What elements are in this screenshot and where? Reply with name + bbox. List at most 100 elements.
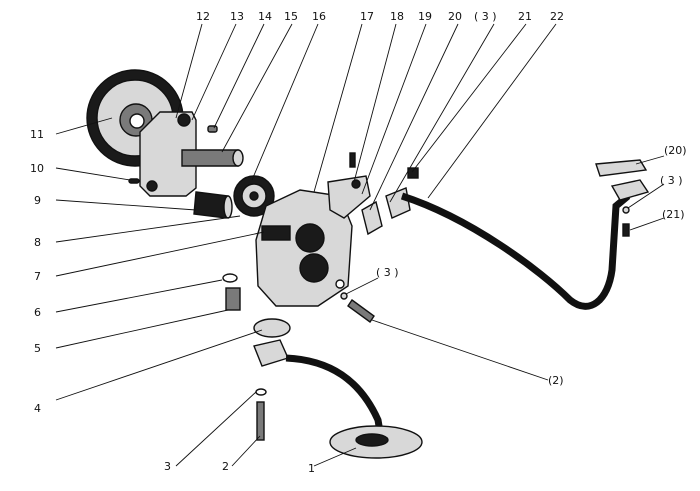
pump-body-side-boss bbox=[261, 225, 291, 241]
callout-8: 8 bbox=[34, 236, 41, 249]
callout-18: 18 bbox=[390, 10, 404, 23]
callout-4: 4 bbox=[34, 402, 41, 415]
leader-18 bbox=[353, 23, 397, 183]
leader-3b bbox=[389, 23, 495, 203]
drive-shaft-end bbox=[232, 149, 244, 167]
callout-21p: (21) bbox=[662, 208, 685, 221]
leader-20 bbox=[369, 23, 459, 211]
leader-13 bbox=[191, 23, 237, 121]
drive-shaft-body bbox=[181, 149, 239, 167]
callout-10: 10 bbox=[30, 162, 44, 175]
pickup-flange bbox=[253, 339, 289, 367]
callout-15: 15 bbox=[284, 10, 298, 23]
driven-gear-bore bbox=[249, 191, 259, 201]
callout-13: 13 bbox=[230, 10, 244, 23]
callout-19: 19 bbox=[418, 10, 432, 23]
callout-1: 1 bbox=[308, 462, 315, 475]
leader-10 bbox=[55, 167, 131, 181]
pickup-tube bbox=[285, 354, 384, 433]
leader-14 bbox=[213, 23, 265, 129]
callout-9: 9 bbox=[34, 194, 41, 207]
callout-5: 5 bbox=[34, 342, 41, 355]
leader-6 bbox=[55, 279, 223, 313]
idler-shaft-body bbox=[193, 191, 229, 219]
leader-2p bbox=[371, 319, 549, 381]
washer-6 bbox=[222, 273, 238, 283]
woodruff-key bbox=[207, 125, 218, 133]
leader-11 bbox=[55, 117, 113, 135]
delivery-pipe bbox=[385, 179, 650, 310]
callout-14: 14 bbox=[258, 10, 272, 23]
callout-labels: 11 12 13 14 15 16 17 18 19 20 ( 3 ) 21 2… bbox=[30, 10, 687, 475]
leader-4 bbox=[55, 329, 263, 401]
callout-3: 3 bbox=[164, 460, 171, 473]
outer-flange-gasket bbox=[595, 159, 648, 177]
leader-5 bbox=[55, 309, 229, 349]
callout-12: 12 bbox=[196, 10, 210, 23]
callout-22: 22 bbox=[550, 10, 564, 23]
leader-22 bbox=[427, 23, 557, 199]
delivery-pipe-tube-outline bbox=[401, 195, 629, 307]
driven-gear bbox=[233, 175, 275, 217]
leader-8 bbox=[55, 215, 241, 243]
locating-pin bbox=[349, 152, 356, 168]
oil-strainer-inlet bbox=[355, 433, 389, 447]
callout-3d: ( 3 ) bbox=[376, 266, 399, 279]
leader-17 bbox=[313, 23, 363, 193]
washer-3-right bbox=[340, 292, 348, 300]
pump-body-gear-pocket-lower bbox=[299, 253, 329, 283]
callout-3b: ( 3 ) bbox=[474, 10, 497, 23]
leader-16 bbox=[251, 23, 319, 181]
leader-19 bbox=[361, 23, 427, 195]
leader-2 bbox=[231, 435, 261, 467]
leader-7 bbox=[55, 231, 265, 277]
outer-flange-washer bbox=[622, 206, 630, 214]
pickup-assembly bbox=[253, 339, 423, 459]
leader-lines bbox=[55, 23, 665, 467]
delivery-pipe-flange-outer bbox=[610, 179, 650, 201]
pump-body-bolt-hole bbox=[335, 279, 345, 289]
idler-shaft bbox=[193, 191, 233, 219]
pump-cover-bolt-hole-bottom bbox=[146, 180, 158, 192]
drive-gear-bore bbox=[129, 113, 145, 129]
idler-shaft-end bbox=[223, 195, 233, 219]
pump-cover-body bbox=[139, 111, 197, 197]
delivery-pipe-tube bbox=[400, 192, 631, 310]
delivery-gasket bbox=[361, 200, 383, 236]
leader-3c bbox=[627, 183, 665, 209]
delivery-pipe-flange-inner bbox=[385, 187, 411, 219]
callout-2: 2 bbox=[222, 460, 229, 473]
callout-20: 20 bbox=[448, 10, 462, 23]
leader-21p bbox=[629, 217, 665, 231]
pump-body-gear-pocket-upper bbox=[295, 223, 325, 253]
callout-11: 11 bbox=[30, 128, 44, 141]
pump-body bbox=[255, 189, 353, 307]
callout-3c: ( 3 ) bbox=[660, 174, 683, 187]
callout-20p: (20) bbox=[664, 144, 687, 157]
callout-7: 7 bbox=[34, 270, 41, 283]
pickup-gasket bbox=[253, 318, 291, 338]
pickup-tube-outline bbox=[285, 357, 381, 433]
pump-cover bbox=[139, 111, 197, 197]
pump-cover-bolt-hole-top bbox=[177, 113, 191, 127]
leader-9 bbox=[55, 199, 197, 211]
bolt-5 bbox=[225, 287, 241, 311]
leader-15 bbox=[221, 23, 293, 153]
washer-3-bottom bbox=[255, 388, 267, 396]
leader-20p bbox=[635, 155, 665, 165]
inner-flange-bolt bbox=[407, 167, 419, 179]
drive-shaft bbox=[181, 149, 244, 167]
bolt-2-long bbox=[347, 299, 375, 323]
callout-17: 17 bbox=[360, 10, 374, 23]
callout-2p: (2) bbox=[548, 374, 564, 387]
leader-12 bbox=[175, 23, 203, 119]
idler-pin bbox=[128, 178, 140, 184]
leader-3d bbox=[345, 277, 379, 295]
relief-bracket-hole bbox=[351, 179, 361, 189]
callout-6: 6 bbox=[34, 306, 41, 319]
leader-3 bbox=[175, 391, 257, 467]
leader-1 bbox=[313, 447, 357, 467]
relief-bracket bbox=[327, 175, 371, 219]
